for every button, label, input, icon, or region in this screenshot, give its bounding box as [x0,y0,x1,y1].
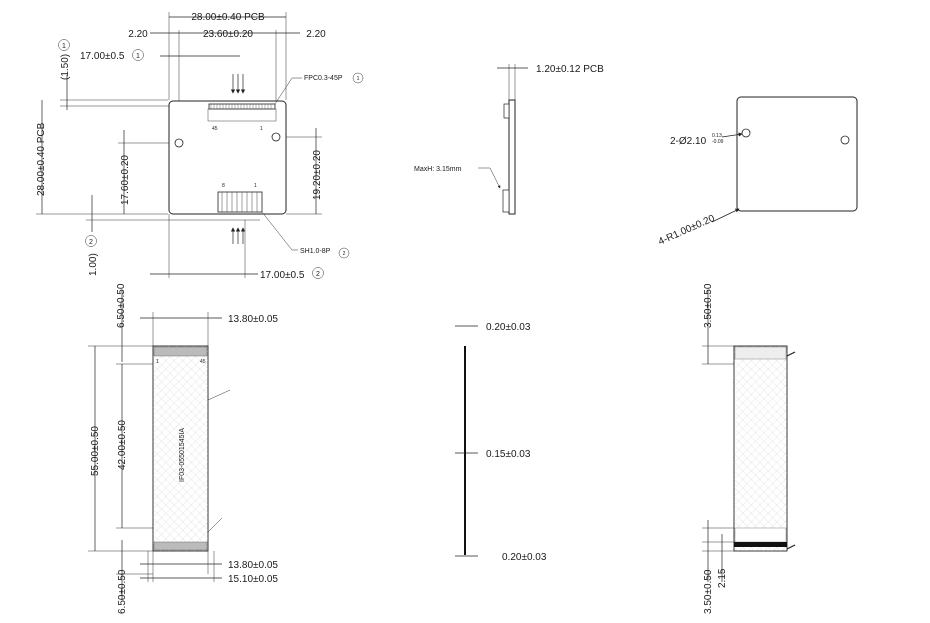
max-height-label: MaxH: 3.15mm [414,166,462,173]
pcb-board [168,100,287,215]
back-top-tail-label: 3.50±0.50 [703,283,714,328]
pcb-back-view: 2-Ø2.10 0.13 -0.09 4-R1.00±0.20 [657,96,858,248]
bottom-tail-label: 6.50±0.50 [117,569,128,614]
sh-pin-1: 1 [254,183,257,189]
sh-marker-circle [338,247,350,259]
part-number: IF03-05501545IA [179,428,186,482]
top-tail-label: 6.50±0.50 [116,283,127,328]
fpc-label: FPC0.3-45P [304,75,343,82]
fpc-cable-back: 3.50±0.50 3.50±0.50 2.15 [702,283,796,614]
marker-2b-text: 2 [316,271,320,278]
sh-label: SH1.0-8P [300,248,331,255]
pcb-edge [508,99,516,215]
bottom-width-label: 13.80±0.05 [228,560,278,571]
pcb-front-view: 28.00±0.40 PCB 23.60±0.20 2.20 2.20 17.0… [36,12,364,281]
top-offset-label: (1.50) [60,54,71,80]
fpc-cable-side: 0.20±0.03 0.15±0.03 0.20±0.03 [455,322,547,563]
back-bottom-tail-label: 3.50±0.50 [703,569,714,614]
left-height-label: 17.60±0.20 [120,155,131,205]
fpc-pin-1: 1 [260,126,263,132]
pcb-back-board [736,96,858,212]
total-length-label: 55.00±0.50 [90,426,101,476]
sh-pin-8: 8 [222,183,225,189]
cable-pin-1: 1 [156,359,159,365]
sh-arrows [230,227,246,244]
hole-label: 2-Ø2.10 [670,136,707,147]
radius-label: 4-R1.00±0.20 [657,213,717,248]
top-thickness-label: 0.20±0.03 [486,322,531,333]
marker-1-text: 1 [136,53,140,60]
fpc-marker-text: 1 [357,76,360,82]
pcb-side-view: 1.20±0.12 PCB MaxH: 3.15mm [414,64,604,215]
pcb-thickness-label: 1.20±0.12 PCB [536,64,604,75]
inner-length-label: 42.00±0.50 [117,420,128,470]
hole-tol-upper: 0.13 [712,133,722,139]
pcb-height-label: 28.00±0.40 PCB [36,122,47,196]
stiffener-label: 2.15 [717,568,728,588]
cable-bottom-contacts [153,541,208,551]
mid-thickness-label: 0.15±0.03 [486,449,531,460]
marker-circle-2b [312,267,324,279]
sh-connector [217,191,263,213]
cable-top-contacts [153,346,208,357]
left-margin-label: 2.20 [128,29,148,40]
marker-circle-1 [132,49,144,61]
mount-hole-right [271,132,281,142]
right-margin-label: 2.20 [306,29,326,40]
bottom-offset-label: 1.00) [88,253,99,276]
marker-circle-1b [58,39,70,51]
side-sh-connector [502,189,510,213]
back-hole-right [840,135,850,145]
marker-circle-2 [85,235,97,247]
sh-marker-text: 2 [343,251,346,257]
back-bottom-stiffener [734,542,787,547]
back-bottom-label-area [734,527,787,543]
fpc-arrows [230,74,246,94]
inner-width-label: 23.60±0.20 [203,29,253,40]
sh-offset-label: 17.00±0.5 [260,270,305,281]
cable-pin-45: 45 [200,359,206,365]
fpc-marker-circle [352,72,364,84]
back-hole-left [741,128,751,138]
hole-tol-lower: -0.09 [712,139,724,145]
marker-1b-text: 1 [62,43,66,50]
marker-2-text: 2 [89,239,93,246]
mount-hole-left [174,138,184,148]
fpc-pin-45: 45 [212,126,218,132]
top-width-label: 13.80±0.05 [228,314,278,325]
fpc-offset-label: 17.00±0.5 [80,51,125,62]
side-fpc-connector [503,103,510,119]
back-top-stiffener [734,346,787,360]
pcb-width-label: 28.00±0.40 PCB [191,12,265,23]
right-height-label: 19.20±0.20 [312,150,323,200]
overall-width-label: 15.10±0.05 [228,574,278,585]
fpc-cable-front: 13.80±0.05 6.50±0.50 55.00±0.50 42.00±0.… [88,283,278,614]
bottom-thickness-label: 0.20±0.03 [502,552,547,563]
